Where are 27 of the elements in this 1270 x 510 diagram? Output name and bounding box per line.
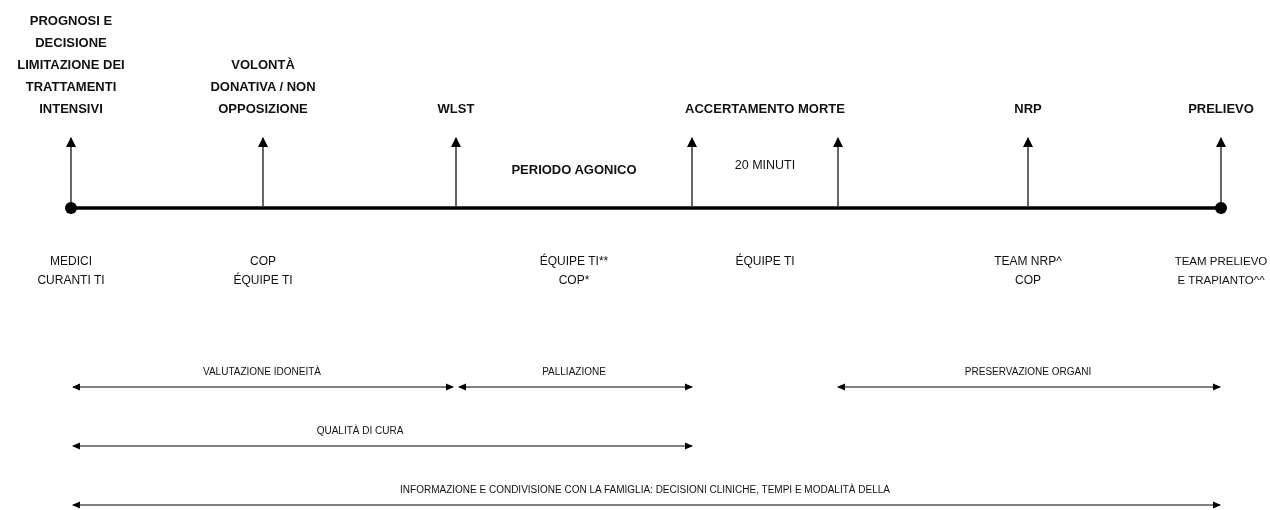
arrow: [833, 137, 843, 207]
event-heading: NRP: [1014, 100, 1042, 118]
arrow: [687, 137, 697, 207]
event-heading: WLST: [437, 100, 475, 118]
phase-label: PERIODO AGONICO: [511, 161, 637, 179]
team-label: ÉQUIPE TI: [233, 271, 293, 289]
team-label: COP: [1015, 272, 1041, 289]
arrow: [258, 137, 268, 207]
span-label: PALLIAZIONE: [542, 365, 606, 379]
span-label: INFORMAZIONE E CONDIVISIONE CON LA FAMIGLIA: DECISIONI CLINICHE, TEMPI E MODALITÀ DELLA: [400, 482, 890, 497]
event-heading: PRELIEVO: [1188, 100, 1254, 118]
event-heading: VOLONTÀ DONATIVA / NON OPPOSIZIONE: [209, 56, 317, 118]
span-label: VALUTAZIONE IDONEITÀ: [203, 364, 321, 379]
arrow: [1023, 137, 1033, 207]
team-label: MEDICI CURANTI TI: [36, 253, 106, 289]
team-label: ÉQUIPE TI**: [539, 252, 609, 270]
event-heading: PROGNOSI E DECISIONE LIMITAZIONE DEI TRATTAMENTI INTENSIVI: [16, 12, 126, 118]
team-label: ÉQUIPE TI: [735, 252, 795, 270]
arrow: [451, 137, 461, 207]
span-label: PRESERVAZIONE ORGANI: [964, 365, 1092, 379]
team-label: COP*: [558, 272, 590, 289]
event-heading: ACCERTAMENTO MORTE: [685, 100, 845, 118]
duration-label: 20 MINUTI: [734, 157, 796, 174]
team-label: TEAM PRELIEVO E TRAPIANTO^^: [1173, 254, 1269, 288]
span-label: QUALITÀ DI CURA: [316, 423, 404, 438]
team-label: COP: [250, 253, 276, 270]
team-label: TEAM NRP^: [994, 253, 1062, 270]
